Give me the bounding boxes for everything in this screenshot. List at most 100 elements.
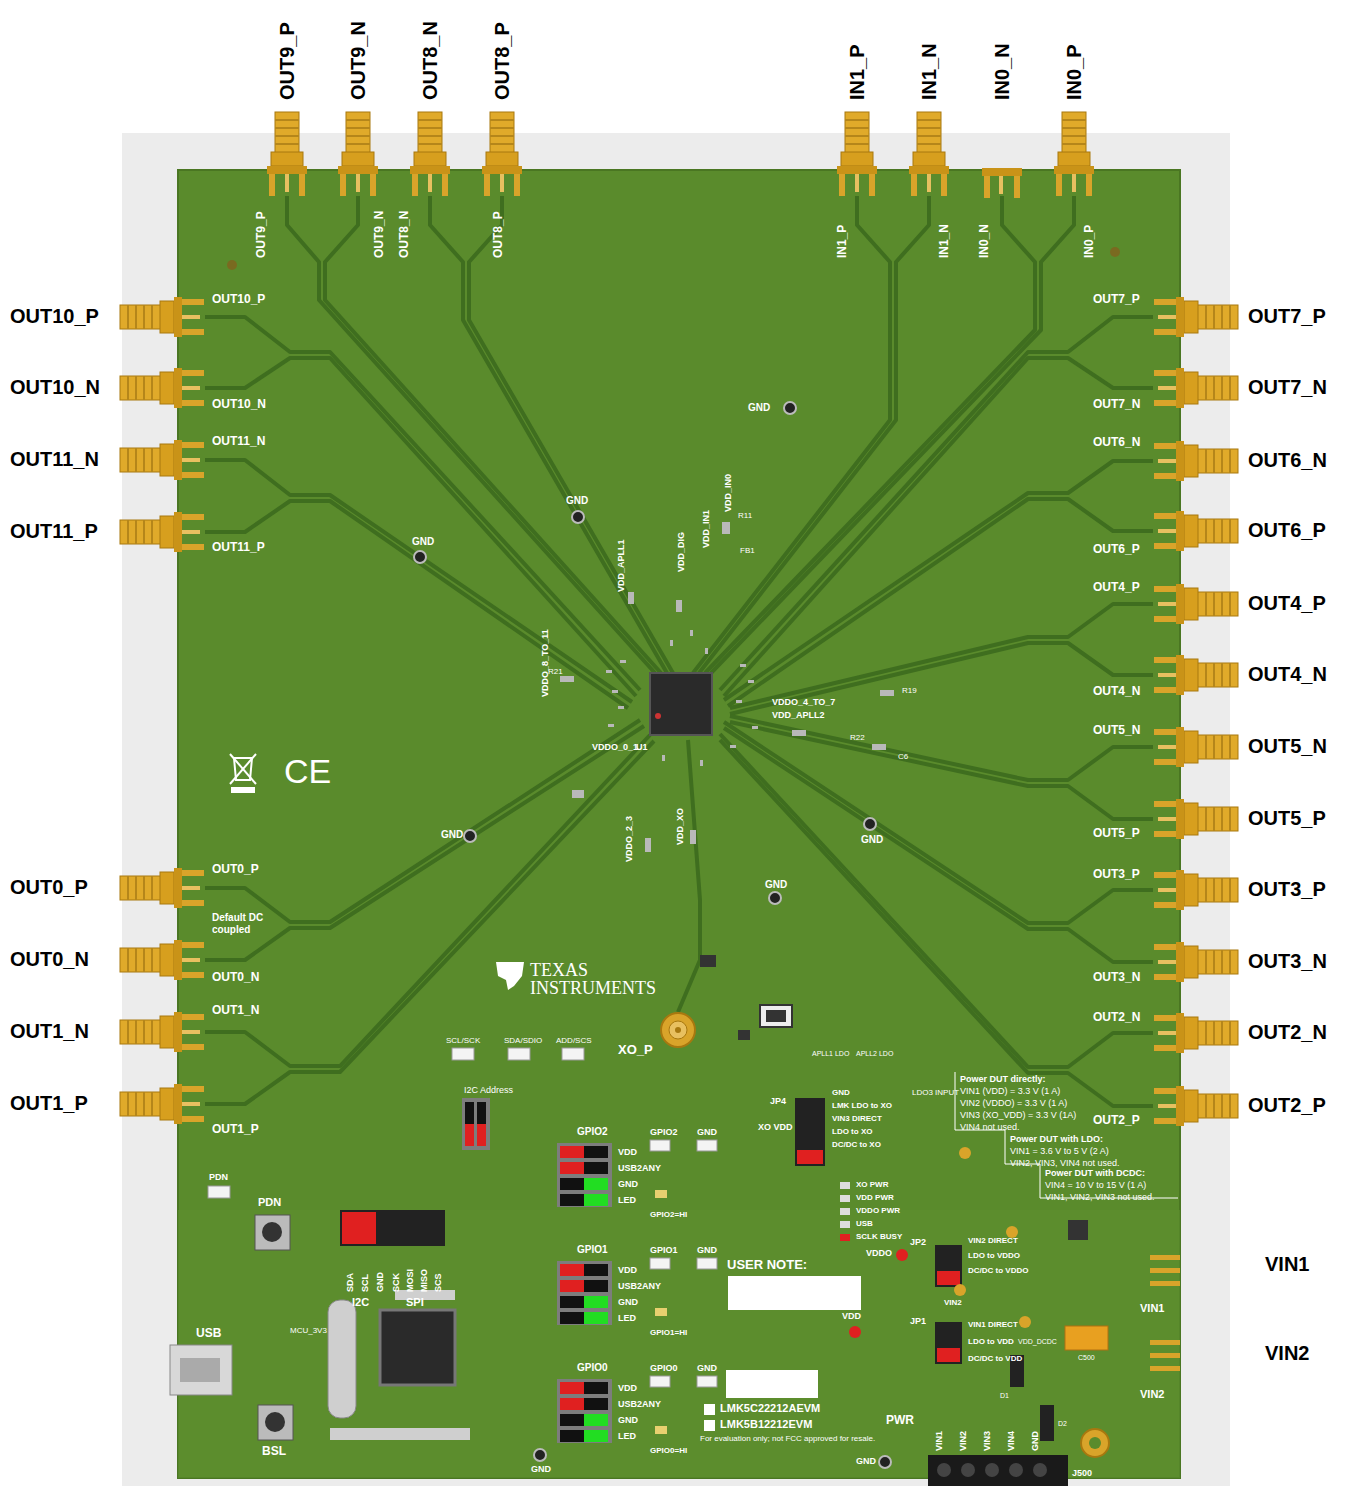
weee-symbol <box>232 788 254 792</box>
silk-label: GPIO1=HI <box>650 1328 687 1337</box>
traces <box>699 196 929 673</box>
dip-switches <box>557 1261 612 1325</box>
silk-label: ADD/SCS <box>556 1036 592 1045</box>
connector-label: OUT6_P <box>1248 519 1326 542</box>
weee-symbol <box>230 754 256 784</box>
clock-chip <box>736 700 742 703</box>
silk-label: OUT8_N <box>398 211 412 258</box>
silk-label: IN1_P <box>836 225 850 258</box>
power-headers <box>1150 1255 1180 1260</box>
power-parts <box>937 1463 951 1477</box>
power-parts <box>954 1284 966 1296</box>
traces <box>205 741 654 1104</box>
silk-label: VIN1, VIN2, VIN3 not used. <box>1045 1192 1155 1202</box>
silk-label: GND <box>1030 1431 1040 1451</box>
oscillator <box>766 1010 786 1022</box>
board-illustration <box>1154 1086 1238 1126</box>
silk-label: GND <box>618 1415 638 1425</box>
silk-label: SDA <box>345 1273 355 1292</box>
silk-label: OUT4_P <box>1093 581 1140 595</box>
board-illustration <box>1154 799 1238 839</box>
board-illustration <box>1154 511 1238 551</box>
traces <box>728 499 1153 706</box>
power-parts <box>985 1463 999 1477</box>
connector-label: OUT11_P <box>10 520 98 543</box>
clock-chip <box>608 724 614 727</box>
silk-label: DC/DC to VDDO <box>968 1266 1028 1275</box>
board-illustration <box>909 112 949 196</box>
traces <box>205 196 1153 1106</box>
silk-label: Power DUT with LDO: <box>1010 1134 1103 1144</box>
silk-label: GND <box>566 495 588 507</box>
dip-switches <box>560 1430 584 1442</box>
gnd-testpoints <box>572 511 584 523</box>
board-illustration <box>837 112 877 196</box>
test-pads <box>697 1376 717 1387</box>
silk-label: MOSI <box>405 1269 415 1292</box>
board-illustration <box>1154 1086 1238 1126</box>
pin-headers <box>340 1210 445 1246</box>
leds <box>840 1195 850 1202</box>
connector-label: OUT7_N <box>1248 376 1327 399</box>
silk-label: OUT3_P <box>1093 868 1140 882</box>
silk-label: VDDO <box>866 1248 892 1258</box>
silk-label: GPIO1 <box>577 1244 608 1256</box>
traces <box>205 735 650 1066</box>
traces <box>724 722 1153 923</box>
silk-label: VIN2 (VDDO) = 3.3 V (1 A) <box>960 1098 1067 1108</box>
silk-label: For evaluation only; not FCC approved fo… <box>700 1434 875 1443</box>
dip-switches <box>584 1312 608 1324</box>
silk-label: VIN2, VIN3, VIN4 not used. <box>1010 1158 1120 1168</box>
board-illustration <box>1054 112 1094 196</box>
traces <box>730 716 1153 780</box>
silk-label: GND <box>531 1464 551 1474</box>
leds <box>840 1208 850 1215</box>
traces <box>730 643 1153 714</box>
silk-label: R19 <box>902 686 917 695</box>
silk-label: CE <box>284 752 331 791</box>
silk-label: GND <box>856 1456 876 1466</box>
silk-label: XO VDD <box>758 1122 793 1132</box>
traces <box>205 501 628 708</box>
silk-label: LMK5B12212EVM <box>720 1418 812 1431</box>
oscillator <box>700 955 792 1040</box>
dip-switches <box>584 1382 608 1394</box>
silk-label: XO_P <box>618 1043 653 1058</box>
board-illustration <box>1154 942 1238 982</box>
dip-switches <box>584 1430 608 1442</box>
clock-chip <box>676 600 682 612</box>
board-illustration <box>482 112 522 196</box>
silk-label: DC/DC to VDD <box>968 1354 1022 1363</box>
connector-label: IN1_P <box>846 44 869 100</box>
silk-label: SCL/SCK <box>446 1036 480 1045</box>
mcu-area <box>170 1215 470 1440</box>
user-note-boxes <box>704 1420 715 1431</box>
pin-headers <box>935 1245 962 1287</box>
connector-label: OUT5_P <box>1248 807 1326 830</box>
silk-label: VDD_XO <box>675 808 685 845</box>
clock-chip <box>650 673 712 735</box>
dip-switches <box>557 1143 612 1207</box>
clock-chip <box>612 690 618 693</box>
silk-label: VDD <box>842 1311 861 1321</box>
clock-chip <box>730 745 736 748</box>
connector-label: OUT8_P <box>491 22 514 100</box>
silk-label: OUT2_P <box>1093 1114 1140 1128</box>
silk-label: Power DUT directly: <box>960 1074 1046 1084</box>
weee-symbol <box>230 754 256 792</box>
mcu-area <box>330 1428 470 1440</box>
xo-connector <box>669 1021 687 1039</box>
xo-connector <box>675 1027 681 1033</box>
traces <box>705 196 1035 673</box>
board-illustration <box>338 112 378 196</box>
clock-chip <box>560 522 894 852</box>
silk-label: PDN <box>209 1172 228 1182</box>
traces <box>430 196 667 673</box>
board-illustration <box>1154 1013 1238 1053</box>
board-illustration <box>1154 368 1238 408</box>
silk-label: Power DUT with DCDC: <box>1045 1168 1145 1178</box>
silk-label: PDN <box>258 1196 281 1209</box>
silk-label: GND <box>697 1363 717 1373</box>
dip-switches <box>462 1098 612 1443</box>
traces <box>720 734 1153 1067</box>
